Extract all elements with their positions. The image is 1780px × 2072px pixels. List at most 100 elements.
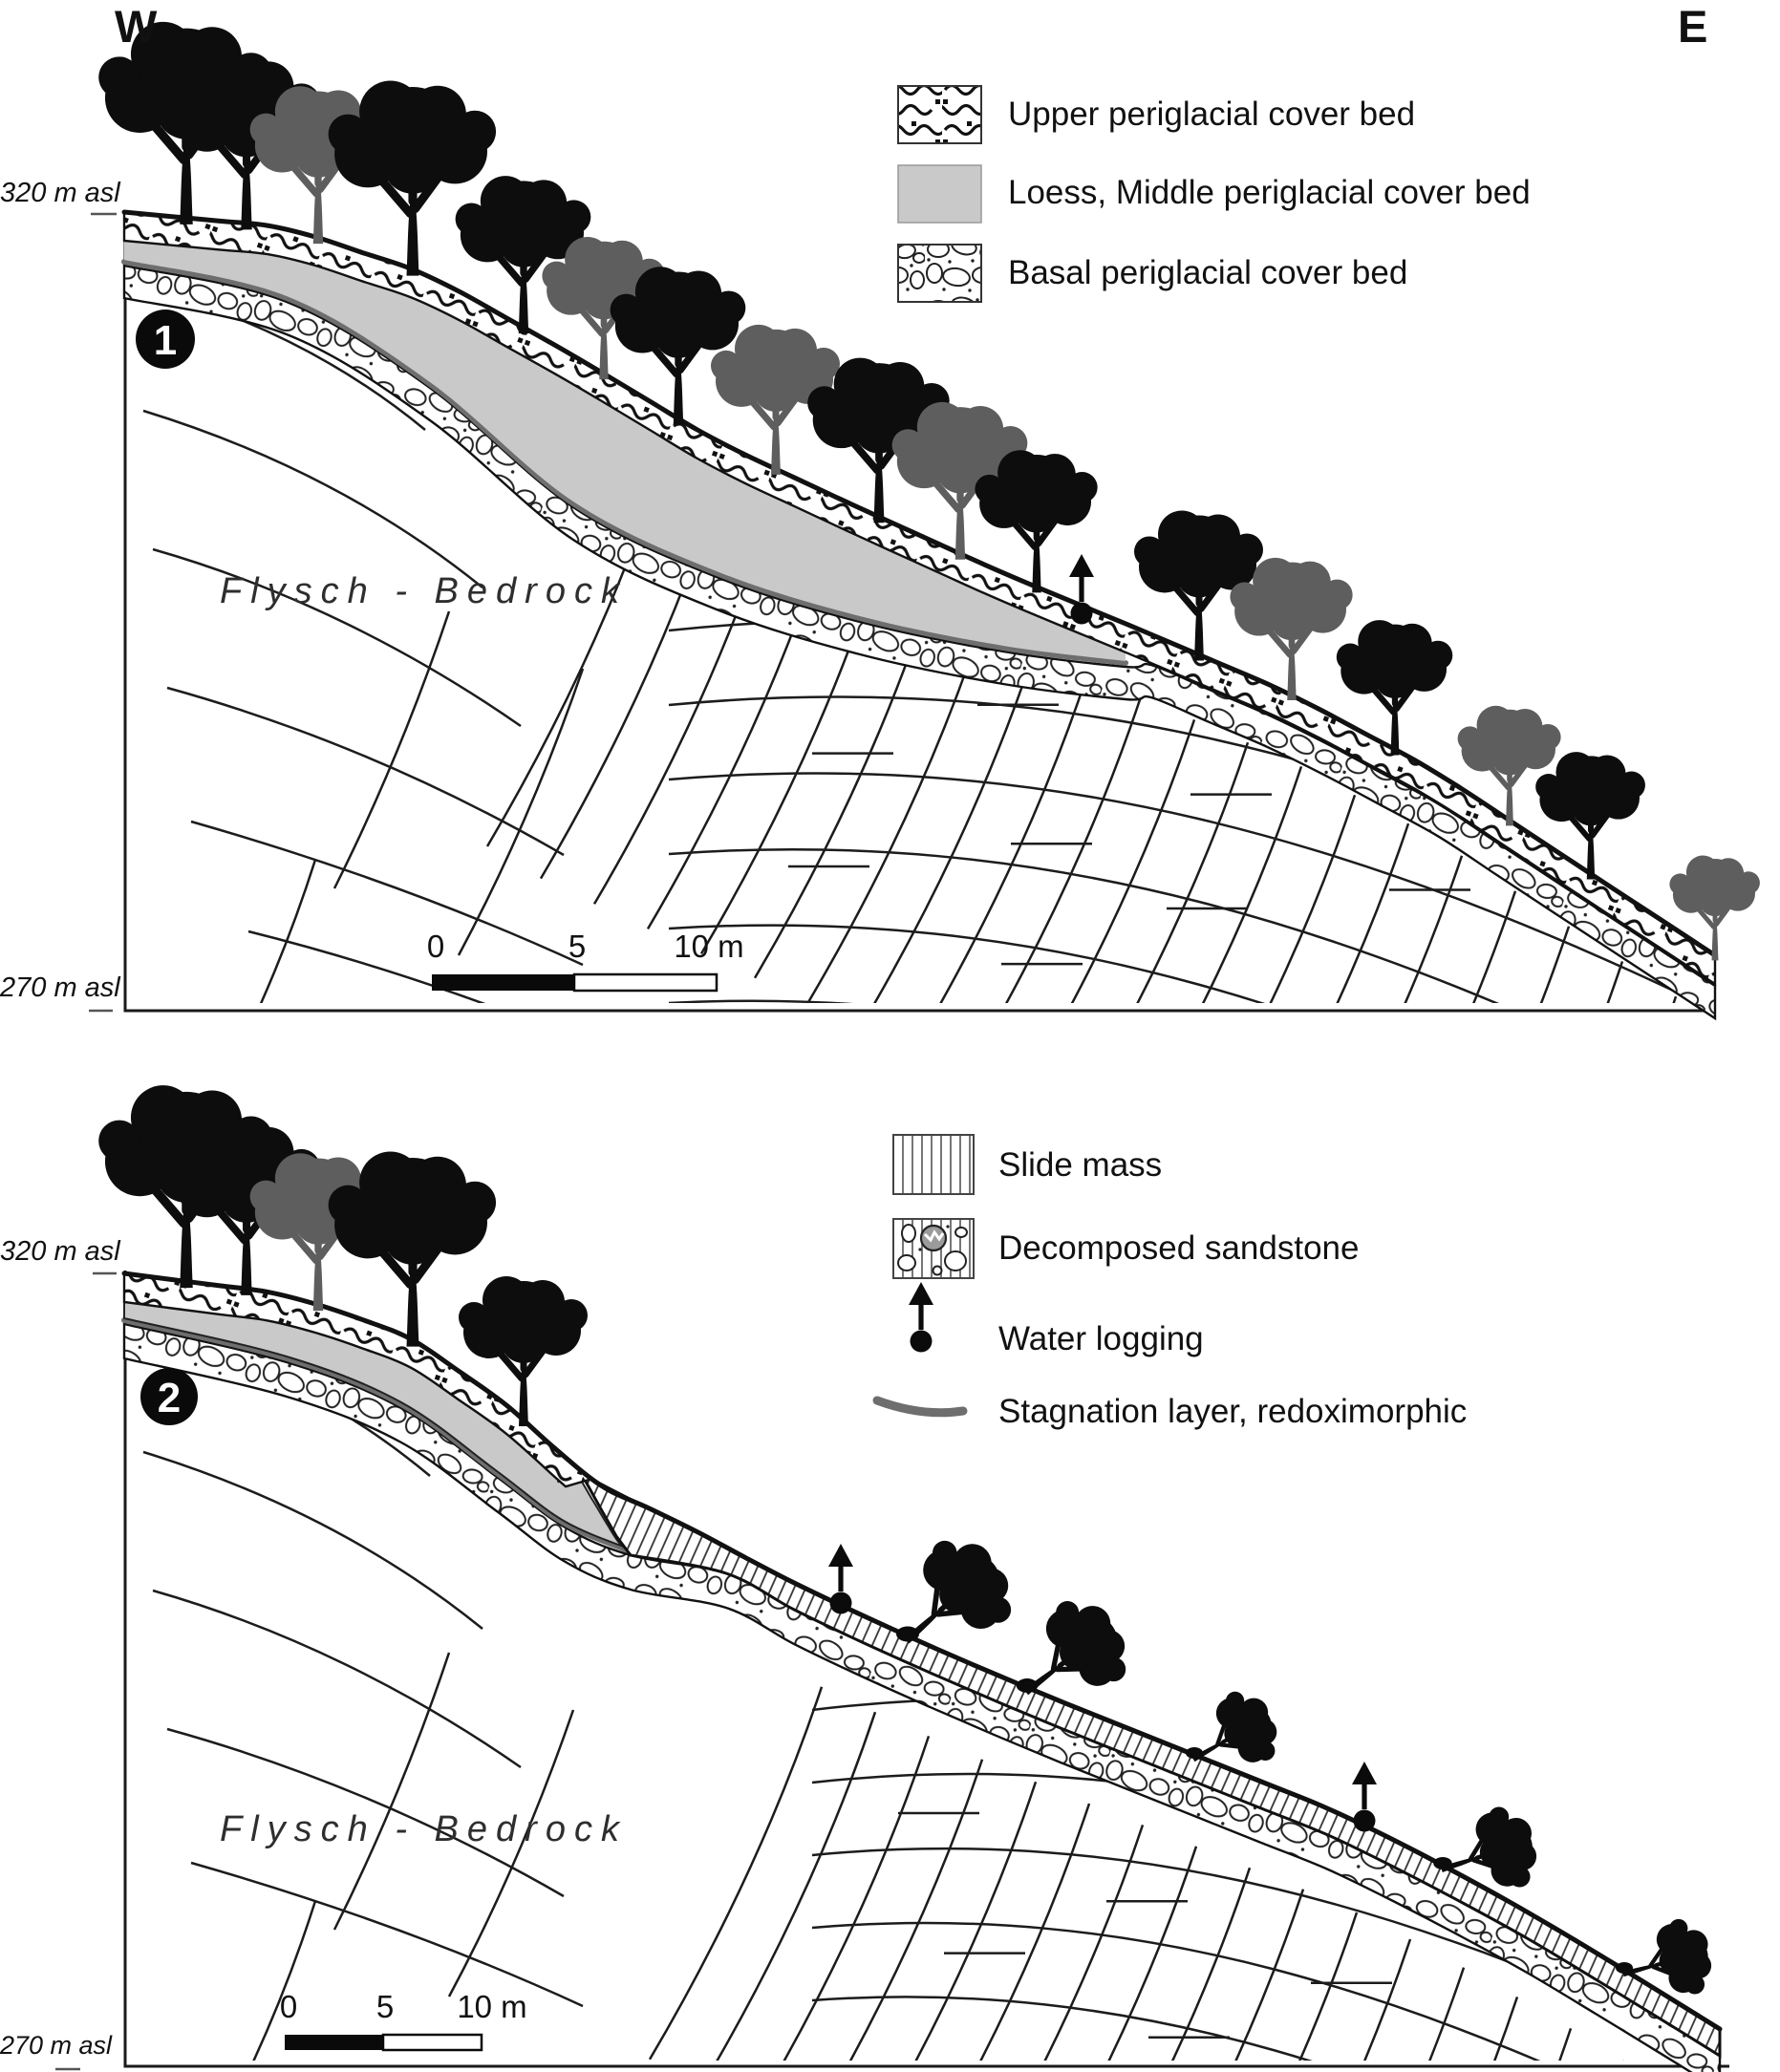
- panel2-scale-10m: 10 m: [457, 1989, 527, 2024]
- legend1-label-upper: Upper periglacial cover bed: [1008, 96, 1416, 133]
- panel1-number-badge: [136, 310, 195, 369]
- hatch-line: [1022, 1846, 1198, 2061]
- panel1-elevation-bottom: 270 m asl: [0, 972, 120, 1003]
- hatch-line: [190, 1861, 584, 2008]
- root-plate: [1433, 1857, 1452, 1869]
- hatch-line: [811, 1847, 1720, 2061]
- panel1-scale-bar: [432, 972, 718, 993]
- panel1-scale-10m: 10 m: [674, 929, 744, 964]
- water-logging-symbol-panel2-a: [828, 1544, 853, 1614]
- hatch-line: [862, 1781, 1038, 2061]
- hatch-line: [1341, 890, 1517, 1003]
- hatch-line: [142, 1450, 483, 1630]
- root-plate: [1186, 1747, 1203, 1759]
- water-logging-legend-symbol: [909, 1282, 933, 1353]
- hatch-line: [1288, 855, 1464, 1003]
- legend2-label-slide-mass: Slide mass: [998, 1146, 1163, 1184]
- panel2-number: 2: [158, 1375, 181, 1421]
- hatch-line: [152, 547, 522, 728]
- hatch-line: [808, 1759, 984, 2061]
- hatch-line: [806, 629, 982, 1003]
- compass-east: E: [1678, 1, 1708, 52]
- hatch-line: [915, 1803, 1091, 2061]
- compass-west: W: [115, 1, 158, 52]
- panel2-number-badge: [140, 1368, 198, 1425]
- hatch-line: [1183, 1912, 1359, 2061]
- hatch-line: [1074, 741, 1250, 1003]
- panel1-axes-border: [123, 212, 1715, 1013]
- legend1-label-loess: Loess, Middle periglacial cover bed: [1008, 174, 1531, 211]
- hatch-line: [1127, 766, 1303, 1003]
- panel2-surface-line: [121, 1271, 1723, 2032]
- hatch-line: [232, 859, 317, 1003]
- hatch-line: [1020, 718, 1196, 1003]
- hatch-line: [247, 929, 593, 1003]
- panel1-legend-swatches: [897, 85, 982, 303]
- panel1-basal-cover-bed: [122, 264, 1717, 1021]
- panel1-trees: [98, 22, 1760, 961]
- water-logging-symbol-panel1: [1069, 554, 1094, 625]
- hatch-line: [1343, 1997, 1519, 2061]
- hatch-line: [755, 1736, 931, 2061]
- water-logging-symbol-panel2-b: [1352, 1762, 1377, 1832]
- hatch-line: [332, 610, 451, 889]
- panel1-scale-0: 0: [426, 929, 445, 964]
- legend1-label-basal: Basal periglacial cover bed: [1008, 254, 1408, 291]
- hatch-line: [1395, 926, 1571, 1003]
- basal-cover-bed-swatch: [897, 244, 982, 303]
- panel2-elevation-ticks: [55, 1271, 117, 2071]
- panel1-scale-5: 5: [568, 929, 587, 964]
- hatch-line: [1181, 794, 1357, 1003]
- hatch-line: [967, 696, 1143, 1003]
- panel2-scale-5: 5: [375, 1989, 395, 2024]
- hatch-line: [969, 1825, 1145, 2061]
- panel1-stagnation-layer: [121, 259, 1128, 666]
- hatch-line: [152, 1589, 522, 1769]
- slide-mass-swatch: [892, 1134, 975, 1195]
- root-plate: [1016, 1678, 1039, 1693]
- hatch-line: [1236, 1938, 1412, 2061]
- panel1-bedrock-label: Flysch - Bedrock: [220, 571, 628, 611]
- hatch-line: [668, 999, 1725, 1003]
- hatch-line: [811, 1996, 1720, 2061]
- panel2-legend-swatches: [872, 1134, 975, 1418]
- hatch-line: [668, 924, 1725, 1003]
- decomposed-sandstone-swatch: [892, 1218, 975, 1279]
- root-plate: [896, 1626, 919, 1642]
- hatch-line: [1129, 1889, 1305, 2061]
- hatch-line: [860, 652, 1036, 1003]
- legend2-label-stagnation: Stagnation layer, redoximorphic: [998, 1393, 1468, 1430]
- hatch-line: [166, 686, 565, 857]
- hatch-line: [811, 1921, 1720, 2061]
- root-plate: [1616, 1962, 1633, 1974]
- upper-cover-bed-swatch: [897, 85, 982, 144]
- hatch-line: [668, 847, 1725, 1003]
- panel2-scale-0: 0: [279, 1989, 298, 2024]
- legend2-label-water-logging: Water logging: [998, 1320, 1204, 1357]
- hatch-line: [190, 820, 584, 967]
- panel1-elevation-ticks: [89, 212, 117, 1013]
- hatch-line: [1448, 961, 1624, 1003]
- hatch-line: [1076, 1867, 1252, 2061]
- panel1-number: 1: [154, 317, 177, 364]
- panel2-stagnation-layer: [121, 1317, 633, 1554]
- stagnation-legend-symbol: [872, 1396, 968, 1418]
- hatch-line: [332, 1652, 451, 1931]
- panel2-elevation-top: 320 m asl: [0, 1236, 120, 1267]
- hatch-line: [669, 1151, 1758, 1509]
- panel2-axes-border: [123, 1271, 1729, 2068]
- hatch-line: [1290, 1967, 1466, 2061]
- hatch-line: [668, 772, 1725, 1003]
- panel2-scale-bar: [285, 2033, 483, 2052]
- hatch-line: [1557, 1022, 1729, 1395]
- hatch-line: [447, 1709, 575, 1997]
- legend2-label-decomposed: Decomposed sandstone: [998, 1229, 1360, 1267]
- panel2-elevation-bottom: 270 m asl: [0, 2031, 113, 2060]
- hatch-line: [1502, 995, 1678, 1003]
- panel1-loess-wedge: [124, 241, 1126, 661]
- hatch-line: [913, 673, 1089, 1003]
- panel1-elevation-top: 320 m asl: [0, 178, 120, 208]
- hatch-line: [232, 1900, 317, 2061]
